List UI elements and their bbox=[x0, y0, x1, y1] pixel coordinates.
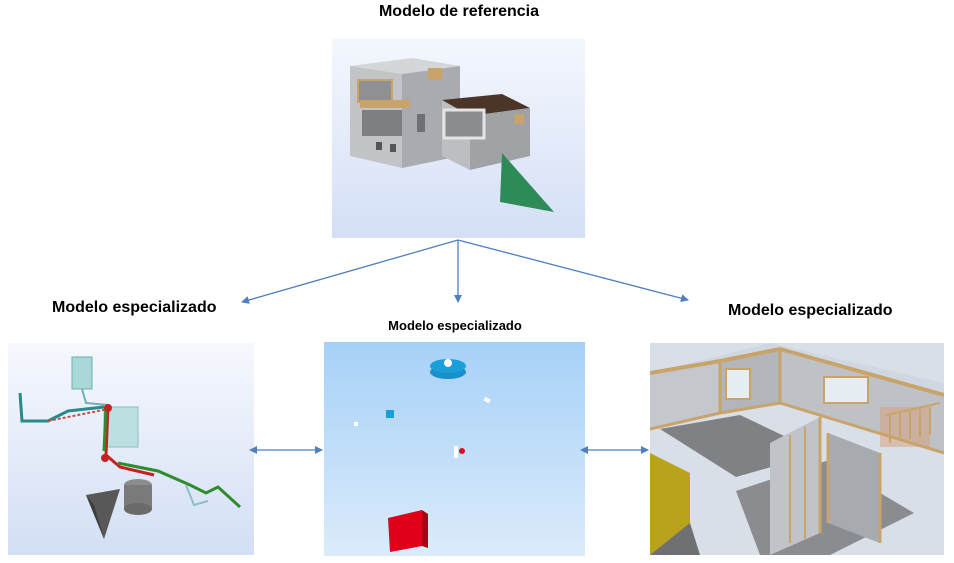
devices-model-image bbox=[324, 342, 585, 556]
arrow-to-left-model bbox=[241, 239, 459, 304]
specialized-model-left-title: Modelo especializado bbox=[52, 299, 217, 316]
arrow-to-right-model bbox=[457, 239, 689, 303]
reference-model-image bbox=[332, 38, 585, 238]
specialized-model-center-title: Modelo especializado bbox=[388, 318, 522, 333]
specialized-model-right-title: Modelo especializado bbox=[728, 302, 893, 319]
plumbing-model-image bbox=[8, 343, 254, 555]
reference-model-title: Modelo de referencia bbox=[378, 3, 540, 20]
structural-model-image bbox=[650, 343, 944, 555]
